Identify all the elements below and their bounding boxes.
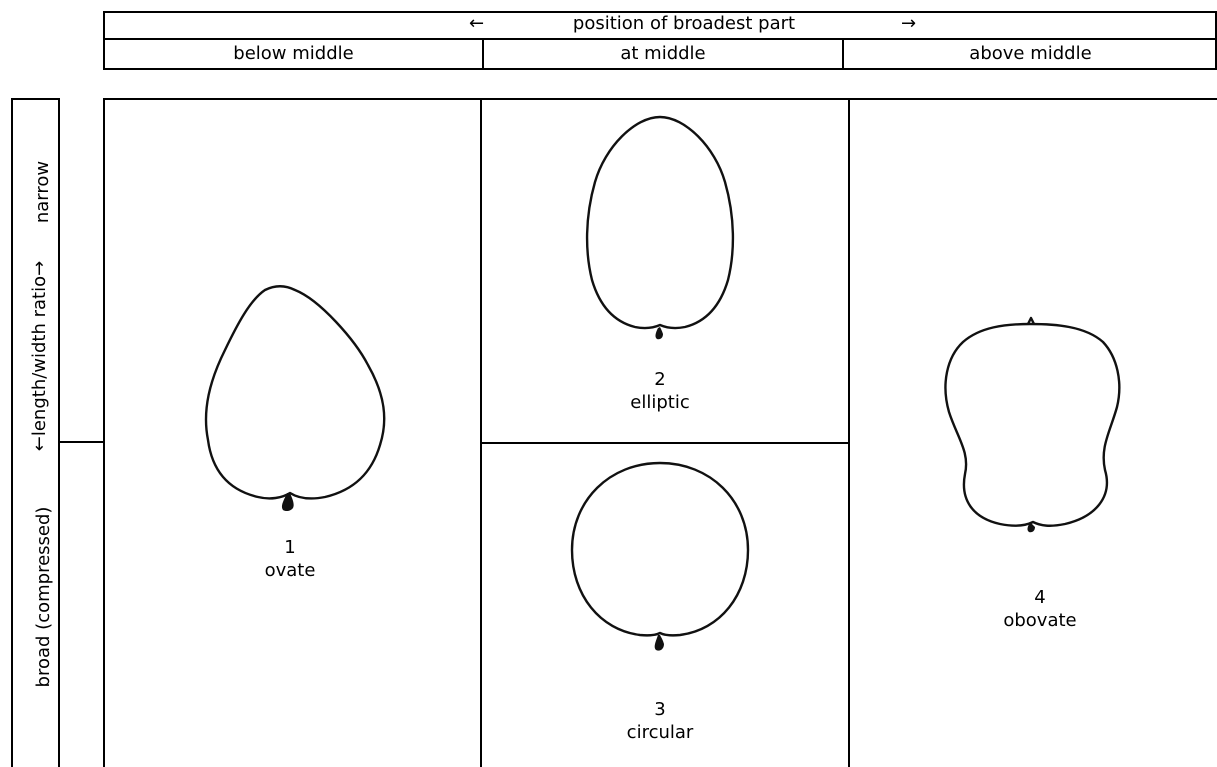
side-label-narrow: narrow <box>32 160 53 224</box>
obovate-number: 4 <box>1034 587 1046 608</box>
header-right-arrow: → <box>901 13 917 34</box>
circular-shape-icon <box>570 461 750 651</box>
obovate-caption: 4 obovate <box>980 586 1100 632</box>
ovate-caption: 1 ovate <box>240 536 340 582</box>
obovate-shape-icon <box>944 316 1121 533</box>
elliptic-caption: 2 elliptic <box>610 368 710 414</box>
circular-number: 3 <box>654 699 666 720</box>
column-header-at-middle: at middle <box>620 43 706 64</box>
header-title: position of broadest part <box>572 13 796 34</box>
ovate-shape-icon <box>204 285 386 512</box>
shape-grid <box>103 98 1217 767</box>
column-header-above-middle: above middle <box>969 43 1092 64</box>
elliptic-number: 2 <box>654 369 666 390</box>
circular-name: circular <box>626 722 694 743</box>
circular-caption: 3 circular <box>610 698 710 744</box>
header-left-arrow: ← <box>469 13 485 34</box>
side-label-length-width-ratio: ←length/width ratio→ <box>29 260 50 452</box>
ovate-name: ovate <box>264 560 316 581</box>
elliptic-name: elliptic <box>630 392 690 413</box>
elliptic-shape-icon <box>585 115 735 340</box>
obovate-name: obovate <box>1003 610 1077 631</box>
ovate-number: 1 <box>284 537 296 558</box>
side-label-broad: broad (compressed) <box>33 506 54 688</box>
side-axis-box <box>11 98 60 767</box>
header-table <box>103 11 1217 70</box>
column-header-below-middle: below middle <box>233 43 354 64</box>
